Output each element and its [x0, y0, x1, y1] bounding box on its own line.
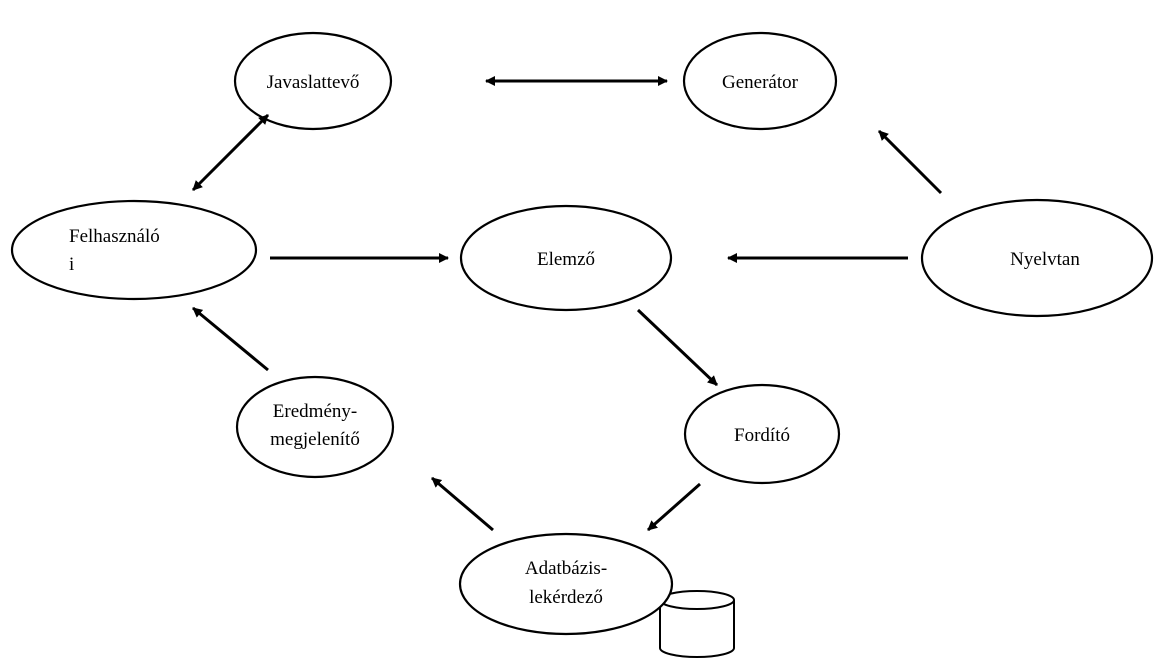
edge-elemzo-fordito	[636, 308, 719, 387]
node-label: megjelenítő	[270, 429, 360, 450]
node-label: Nyelvtan	[1010, 249, 1080, 270]
node-eredmenymegjelenito: Eredmény- megjelenítő	[235, 375, 395, 479]
node-javaslattevo: Javaslattevő	[233, 31, 393, 131]
edges	[191, 76, 943, 532]
node-label: Felhasználó	[69, 226, 160, 247]
node-adatbazislekerdezo: Adatbázis- lekérdező	[458, 532, 674, 636]
node-label: Adatbázis-	[525, 558, 607, 579]
edge-fordito-adatbazislekerdezo	[647, 482, 701, 532]
node-fordito: Fordító	[683, 383, 841, 485]
node-generator: Generátor	[682, 31, 838, 131]
edge-eredmenymegjelenito-felhasznaloi	[192, 306, 269, 372]
node-label: Fordító	[734, 425, 790, 446]
node-felhasznaloi: Felhasználó i	[10, 199, 258, 301]
edge-nyelvtan-generator	[877, 129, 943, 195]
node-nyelvtan: Nyelvtan	[920, 198, 1154, 318]
node-label: lekérdező	[529, 587, 603, 608]
edge-adatbazislekerdezo-eredmenymegjelenito	[431, 476, 494, 532]
node-label: i	[69, 254, 74, 275]
node-label: Javaslattevő	[267, 72, 360, 93]
node-label: Generátor	[722, 72, 799, 93]
node-elemzo: Elemző	[459, 204, 673, 312]
database-cylinder-icon	[659, 590, 735, 658]
node-label: Elemző	[537, 249, 595, 270]
node-label: Eredmény-	[273, 401, 357, 422]
edge-felhasznaloi-javaslattevo	[191, 113, 270, 192]
